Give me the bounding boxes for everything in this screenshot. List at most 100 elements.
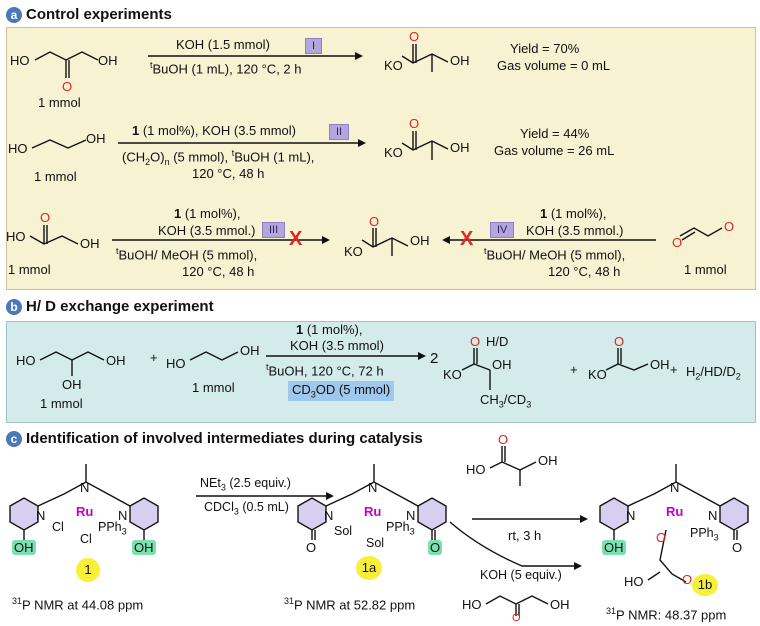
r1-ho: HO (10, 53, 30, 68)
step1-top: NEt3 (2.5 equiv.) (200, 476, 291, 493)
panel-b-title: H/ D exchange experiment (26, 298, 214, 315)
r2-product-o: O (409, 116, 420, 131)
b-plus2: + (570, 362, 578, 377)
step2-lactic-o: O (498, 432, 509, 447)
complex-1b-badge: 1b (692, 574, 718, 596)
b-amount2: 1 mmol (192, 380, 235, 395)
complex-1a-badge: 1a (356, 556, 382, 580)
r3-left-bottom: tBuOH/ MeOH (5 mmol), (116, 246, 258, 263)
c1a-ru: Ru (364, 504, 382, 519)
b-glycolate-ko: KO (588, 367, 607, 382)
c1b-ho: HO (624, 574, 644, 589)
step2-lactic-ho: HO (466, 462, 486, 477)
c1b-n-left: N (626, 508, 636, 523)
b-lactate-oh: OH (492, 357, 512, 372)
r2-product-oh: OH (450, 140, 470, 155)
r3-right-mid: KOH (3.5 mmol.) (526, 223, 624, 238)
c1-n-right: N (118, 508, 128, 523)
c1a-sol2: Sol (366, 536, 385, 550)
r1-o: O (62, 79, 73, 94)
b-coef: 2 (430, 350, 439, 367)
r1-gas: Gas volume = 0 mL (497, 58, 611, 73)
r2-oh: OH (86, 131, 106, 146)
c1-n: N (80, 480, 90, 495)
r2-reagent-bottom: 120 °C, 48 h (192, 166, 265, 181)
b-amount1: 1 mmol (40, 396, 83, 411)
c1a-n-right: N (406, 508, 416, 523)
c1-oh-right: OH (132, 540, 156, 555)
r1-badge: I (305, 38, 323, 54)
c1a-n-left: N (324, 508, 334, 523)
c1b-oh: OH (602, 540, 626, 555)
r2-badge: II (329, 124, 350, 140)
b-glycolate-o: O (614, 334, 625, 349)
step3-dha-ho: HO (462, 597, 482, 612)
r3-left-oh: OH (80, 236, 100, 251)
c1-oh-left: OH (12, 540, 36, 555)
glyoxal-o2: O (724, 219, 735, 234)
b-glycerol-oh1: OH (106, 353, 126, 368)
r1-product-o: O (409, 29, 420, 44)
nmr-1: 31P NMR at 44.08 ppm (12, 596, 144, 613)
c1b-carbonyl-o: O (682, 572, 693, 587)
r3-center-ko: KO (344, 244, 363, 259)
panel-b-background (6, 321, 756, 423)
r3-right-bottom: tBuOH/ MeOH (5 mmol), (484, 246, 626, 263)
b-lactate-o: O (470, 334, 481, 349)
r2-reagent-mid: (CH2O)n (5 mmol), tBuOH (1 mL), (122, 148, 315, 167)
r3-right-x: X (460, 228, 474, 250)
b-plus1: + (150, 350, 158, 365)
nmr-1b: 31P NMR: 48.37 ppm (606, 606, 727, 623)
r3-left-amount: 1 mmol (8, 262, 51, 277)
r3-center-oh: OH (410, 233, 430, 248)
step3-label: KOH (5 equiv.) (480, 568, 562, 582)
b-gas: H2/HD/D2 (686, 364, 741, 382)
r3-center-o: O (369, 214, 380, 229)
b-hd: H/D (486, 334, 509, 349)
panel-a-letter: a (6, 7, 22, 23)
step3-dha-oh: OH (550, 597, 570, 612)
c1-n-left: N (36, 508, 46, 523)
c1b-carboxylate-o: O (656, 530, 667, 545)
r3-right-amount: 1 mmol (684, 262, 727, 277)
r3-left-badge: III (262, 222, 286, 238)
r3-left-x: X (289, 228, 303, 250)
c1b-n: N (670, 480, 680, 495)
c1a-o-left: O (306, 540, 317, 555)
r2-product-ko: KO (384, 145, 403, 160)
r1-reagent-bottom: tBuOH (1 mL), 120 °C, 2 h (150, 60, 302, 77)
r1-yield: Yield = 70% (510, 41, 580, 56)
c1a-sol1: Sol (334, 524, 353, 538)
c1b-o-right: O (732, 540, 743, 555)
b-eg-ho: HO (166, 356, 186, 371)
complex-1-structure (9, 464, 159, 540)
r2-reagent-top: 1 (1 mol%), KOH (3.5 mmol) (132, 123, 296, 138)
nmr-1a: 31P NMR at 52.82 ppm (284, 596, 416, 613)
panel-a-title: Control experiments (26, 6, 172, 23)
panel-c-title: Identification of involved intermediates… (26, 430, 423, 447)
b-reagent-top: 1 (1 mol%), (296, 322, 363, 337)
step2-lactic-oh: OH (538, 453, 558, 468)
complex-1a-structure (297, 464, 447, 540)
c1a-pph3: PPh3 (386, 520, 415, 537)
r2-yield: Yield = 44% (520, 126, 590, 141)
r3-right-badge: IV (490, 222, 515, 238)
r3-right-top: 1 (1 mol%), (540, 206, 607, 221)
r3-left-bottom2: 120 °C, 48 h (182, 264, 255, 279)
b-cd3od: CD3OD (5 mmol) (288, 381, 395, 401)
b-glycerol-oh2: OH (62, 377, 82, 392)
r1-amount: 1 mmol (38, 95, 81, 110)
r2-amount: 1 mmol (34, 169, 77, 184)
r3-left-top: 1 (1 mol%), (174, 206, 241, 221)
r3-left-o: O (40, 210, 51, 225)
r2-ho: HO (8, 141, 28, 156)
c1-ru: Ru (76, 504, 94, 519)
b-lactate-ko: KO (443, 367, 462, 382)
complex-1-badge: 1 (76, 558, 100, 582)
b-plus3: + (670, 362, 678, 377)
c1-cl1: Cl (52, 520, 64, 534)
